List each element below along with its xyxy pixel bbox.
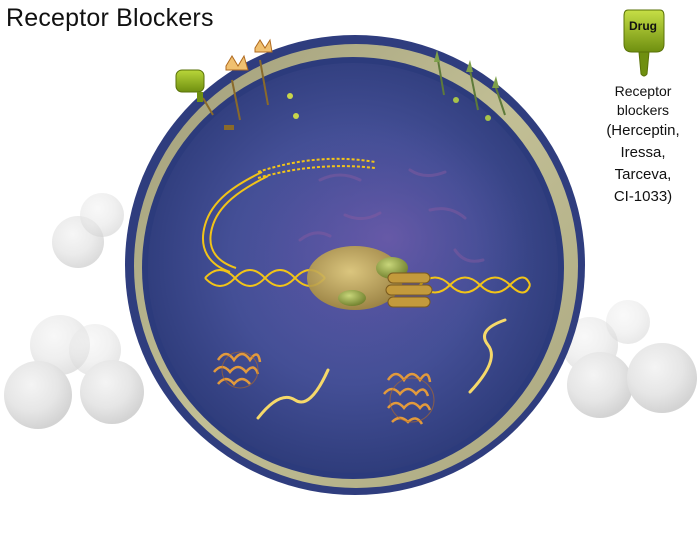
page-title: Receptor Blockers xyxy=(6,4,214,32)
background-cells xyxy=(4,193,697,429)
receptors-left xyxy=(202,38,299,130)
dna-strand xyxy=(202,157,531,294)
legend-line-3: (Herceptin, xyxy=(606,122,680,139)
legend-line-2: blockers xyxy=(616,102,670,118)
drug-legend-label: Drug xyxy=(629,19,657,33)
mrna-strands xyxy=(256,318,507,420)
legend-line-1: Receptor xyxy=(614,83,672,99)
protein-left xyxy=(213,351,262,389)
drug-icon xyxy=(175,69,205,102)
nucleus xyxy=(248,120,528,356)
receptors-right xyxy=(434,50,506,121)
transcription-complex xyxy=(307,246,433,310)
legend-line-6: CI-1033) xyxy=(613,188,673,205)
protein-right xyxy=(383,372,435,425)
drug-legend-icon xyxy=(623,9,665,77)
legend-text: Receptor blockers (Herceptin, Iressa, Ta… xyxy=(588,82,698,208)
legend-line-5: Tarceva, xyxy=(614,166,672,183)
legend-line-4: Iressa, xyxy=(620,144,666,161)
